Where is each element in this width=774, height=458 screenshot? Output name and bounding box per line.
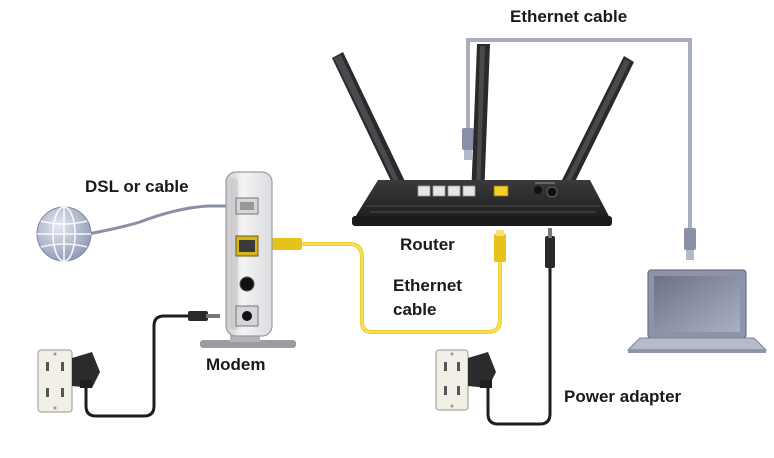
ethernet-cable-lan (462, 38, 696, 260)
power-adapter-icon (72, 352, 100, 388)
globe-icon (36, 204, 232, 262)
laptop-icon (626, 269, 768, 353)
modem-icon (200, 171, 296, 348)
modem-label: Modem (206, 355, 266, 374)
modem-power-cable (84, 311, 220, 418)
power-adapter-label: Power adapter (564, 387, 682, 406)
dsl-or-cable-label: DSL or cable (85, 177, 189, 196)
ethernet-cable-label-line2: cable (393, 300, 437, 319)
wall-outlet-icon (435, 349, 469, 411)
ethernet-cable-label: Ethernet cable (510, 7, 628, 26)
ethernet-cable-label-line1: Ethernet (393, 276, 462, 295)
ethernet-cable-wan (264, 230, 506, 334)
router-icon (332, 44, 634, 226)
router-power-cable (486, 228, 555, 426)
power-adapter-icon (468, 352, 496, 388)
ethernet-cable-label-middle: Ethernet cable (393, 274, 462, 322)
router-label: Router (400, 235, 455, 254)
wall-outlet-icon (37, 349, 73, 413)
